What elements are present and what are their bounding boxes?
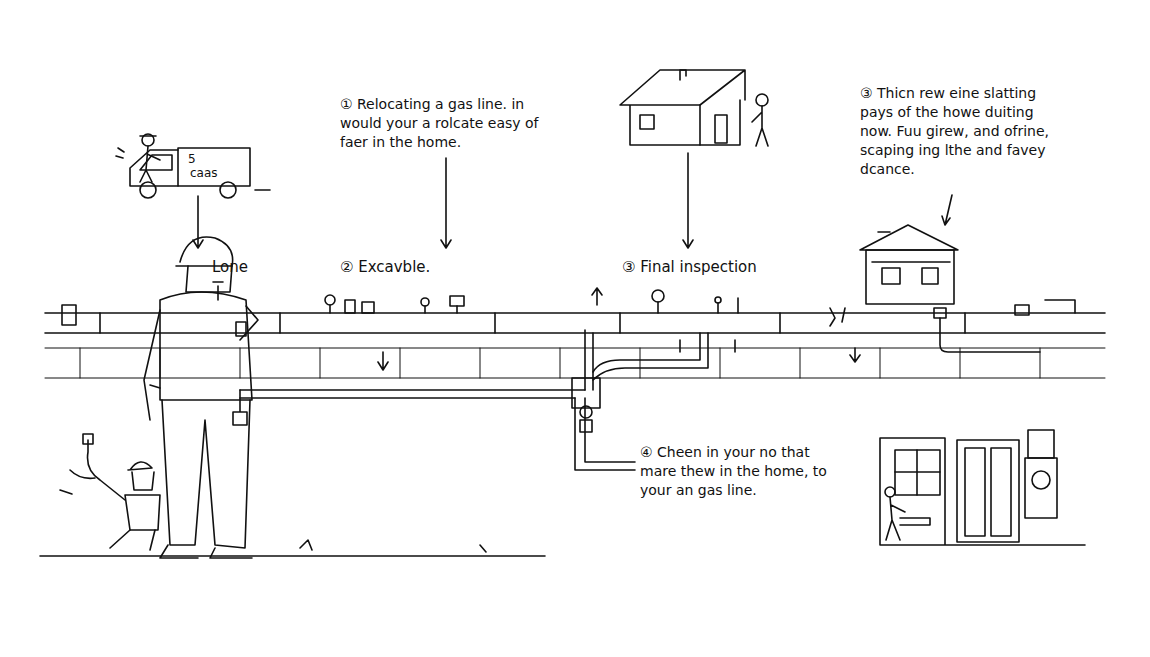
step-label: ② Excavble. xyxy=(340,258,480,277)
step-note: ① Relocating a gas line. in would your a… xyxy=(340,95,540,152)
pipe-label: Lone xyxy=(212,258,272,277)
step-label: ③ Final inspection xyxy=(622,258,812,277)
utility-truck xyxy=(116,134,270,198)
house xyxy=(620,70,768,146)
worker-figure xyxy=(60,434,160,550)
ground-line xyxy=(40,540,545,556)
leader-arrow xyxy=(193,153,952,305)
utility-room xyxy=(880,430,1085,545)
house xyxy=(860,225,958,304)
gas-pipeline xyxy=(45,290,1105,378)
worker-figure xyxy=(144,237,258,558)
step-note: ③ Thicn rew eine slatting pays of the ho… xyxy=(860,84,1070,179)
step-note: ④ Cheen in your no that mare thew in the… xyxy=(640,443,840,500)
truck-text: caas xyxy=(190,164,240,183)
